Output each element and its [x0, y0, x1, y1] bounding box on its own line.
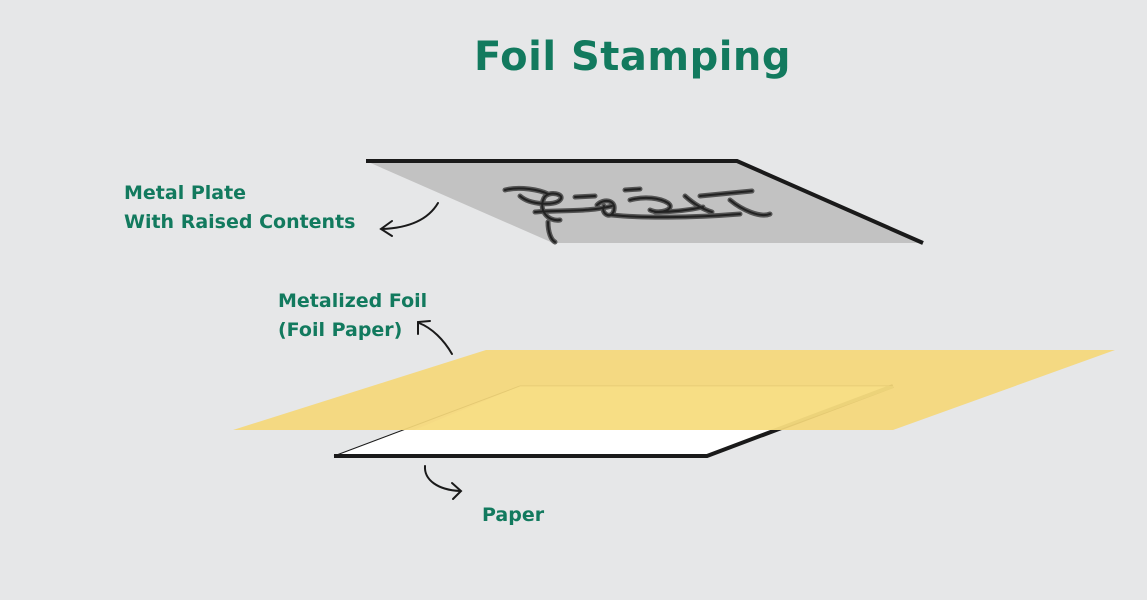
arrow-foil — [417, 320, 453, 355]
label-metalized-foil: Metalized Foil (Foil Paper) — [278, 287, 427, 345]
metal-plate-edge — [366, 159, 924, 245]
metalized-foil — [233, 350, 1115, 430]
diagram-title: Foil Stamping — [473, 34, 792, 80]
label-metal-plate-line2: With Raised Contents — [124, 211, 356, 233]
label-foil-line2: (Foil Paper) — [278, 319, 403, 341]
foil-sheet — [233, 350, 1115, 430]
label-paper: Paper — [482, 504, 545, 526]
arrow-paper — [423, 465, 463, 500]
label-foil-line1: Metalized Foil — [278, 290, 428, 312]
label-metal-plate: Metal Plate With Raised Contents — [124, 179, 355, 237]
metal-plate-surface — [366, 161, 923, 243]
foil-over-paper — [414, 386, 893, 430]
metal-plate — [366, 159, 924, 245]
arrow-metal-plate — [379, 202, 439, 237]
raised-contents — [502, 185, 773, 245]
label-metal-plate-line1: Metal Plate — [124, 182, 247, 204]
